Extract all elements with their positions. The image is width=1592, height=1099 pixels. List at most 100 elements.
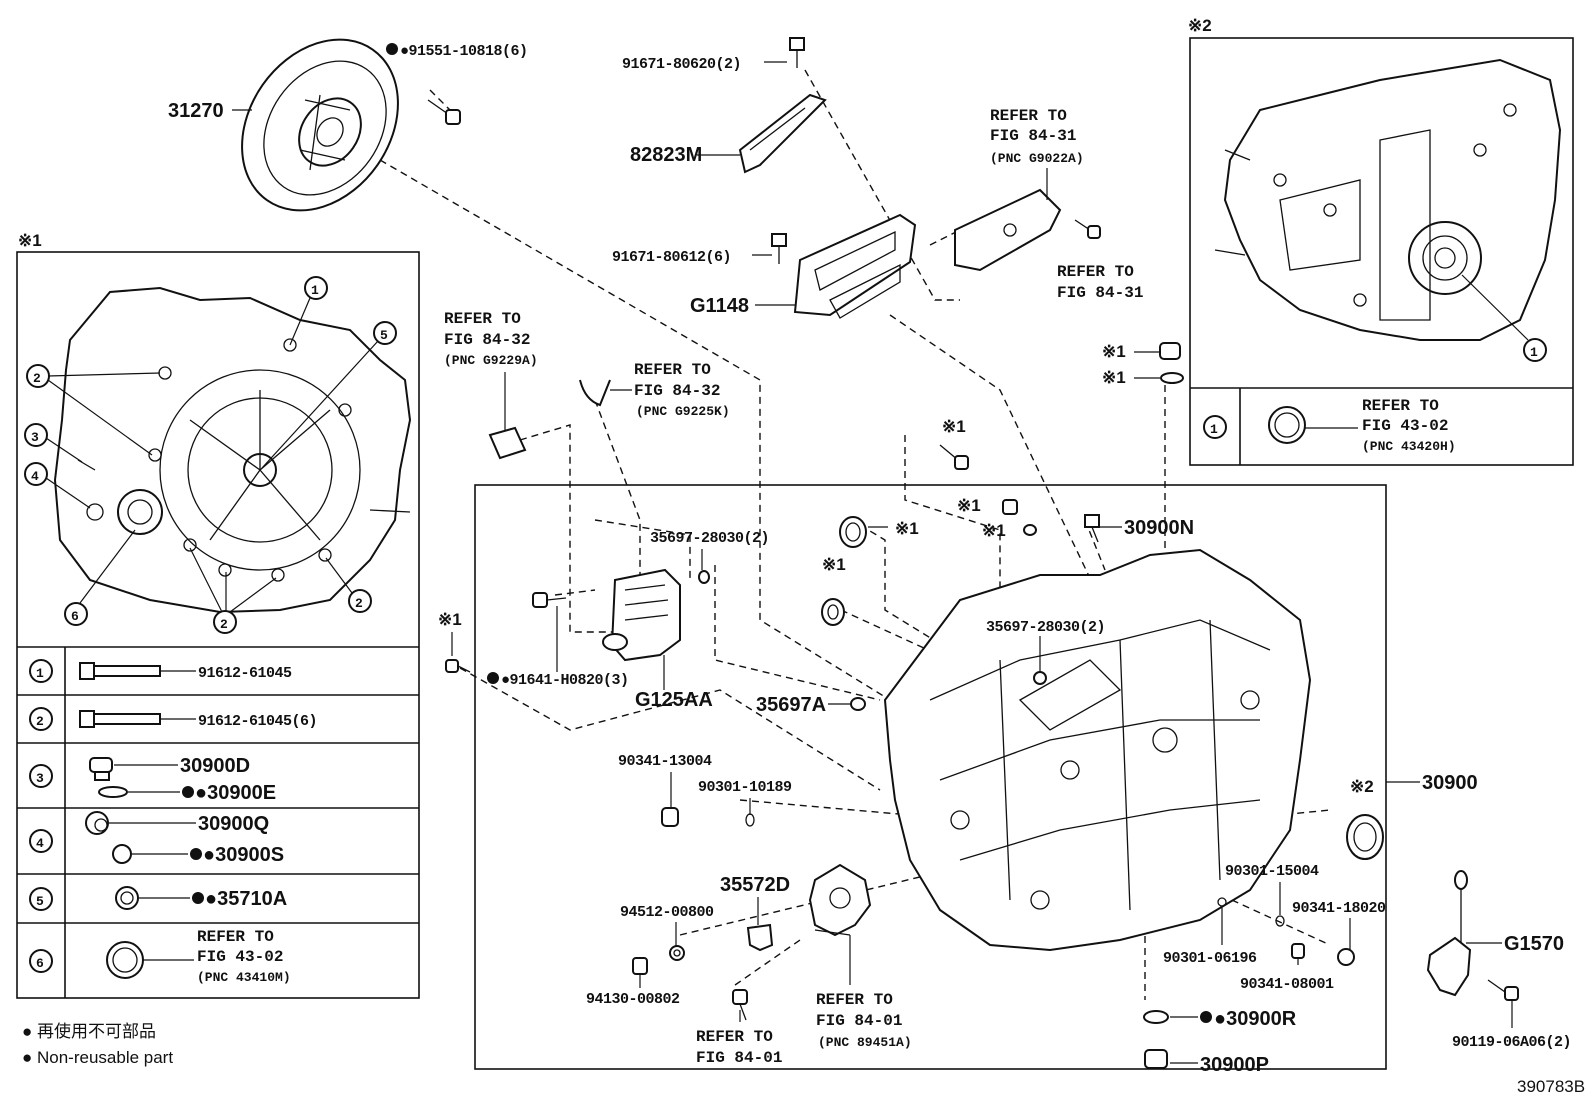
svg-text:FIG 43-02: FIG 43-02 (197, 948, 283, 966)
legend-en: ● Non-reusable part (22, 1048, 173, 1067)
bolt-91671-80612 (771, 233, 787, 264)
inset1-frame (16, 251, 420, 999)
callout-91671-80612: 91671-80612(6) (612, 249, 731, 266)
inset1-row-3: 3 30900D ●30900E (29, 755, 276, 804)
svg-text:1: 1 (311, 283, 319, 298)
svg-text:FIG 84-01: FIG 84-01 (816, 1012, 902, 1030)
svg-text:※1: ※1 (982, 521, 1006, 540)
svg-text:91612-61045(6): 91612-61045(6) (198, 713, 317, 730)
inset1-circle-2a: 2 (26, 364, 161, 456)
inset1-row-6: 6 REFER TO FIG 43-02 (PNC 43410M) (29, 928, 291, 985)
plug-30900p: 30900P (1144, 1049, 1269, 1076)
svg-text:(PNC 43420H): (PNC 43420H) (1362, 439, 1456, 454)
svg-text:30900D: 30900D (180, 755, 250, 777)
svg-text:1: 1 (1210, 422, 1218, 437)
svg-text:※1: ※1 (438, 610, 462, 629)
svg-text:30900Q: 30900Q (198, 813, 269, 835)
svg-text:REFER TO: REFER TO (816, 991, 893, 1009)
mark-1-plug-b: ※1 ※1 (957, 496, 1037, 540)
callout-30900n: 30900N (1124, 517, 1194, 539)
callout-g1148: G1148 (690, 295, 749, 317)
connector-35697-upper: 35697-28030(2) (650, 530, 770, 584)
svg-text:※1: ※1 (1102, 342, 1126, 361)
main-frame (474, 484, 1387, 1070)
callout-90119: 90119-06A06(2) (1452, 1034, 1571, 1051)
inset1-circle-2b: 2 (325, 557, 372, 613)
callout-82823m: 82823M (630, 144, 702, 166)
svg-text:FIG 84-01: FIG 84-01 (696, 1049, 782, 1067)
svg-text:REFER TO: REFER TO (197, 928, 274, 946)
plug-90341-13004: 90341-13004 (618, 753, 713, 827)
bracket-82823m (738, 93, 827, 174)
ref-84-31-a: REFER TO FIG 84-31 (PNC G9022A) (990, 107, 1084, 200)
bolt-90119 (1487, 979, 1519, 1028)
inset2-mark: ※2 (1188, 16, 1212, 35)
sensor-35572d: 35572D (720, 874, 790, 952)
inset1-housing-drawing (53, 286, 412, 614)
svg-text:※1: ※1 (942, 417, 966, 436)
callout-91551: ●91551-10818(6) (400, 43, 528, 60)
svg-text:(PNC 43410M): (PNC 43410M) (197, 970, 291, 985)
svg-text:5: 5 (36, 894, 44, 909)
inset2-frame (1189, 37, 1574, 466)
inset2-circle-1: 1 (1461, 274, 1547, 362)
svg-text:1: 1 (1530, 345, 1538, 360)
mark-1-bolt: ※1 (939, 417, 969, 470)
svg-text:94130-00802: 94130-00802 (586, 991, 680, 1008)
svg-text:2: 2 (33, 371, 41, 386)
callout-91671-80620: 91671-80620(2) (622, 56, 741, 73)
svg-text:※1: ※1 (895, 519, 919, 538)
plug-90341-08001: 90341-08001 (1240, 943, 1335, 993)
svg-text:FIG 84-32: FIG 84-32 (634, 382, 720, 400)
level-gauge-g1570 (1426, 870, 1472, 997)
callout-31270: 31270 (168, 100, 224, 122)
svg-text:※1: ※1 (1102, 368, 1126, 387)
inset1-circle-6: 6 (64, 529, 136, 626)
module-g1148 (793, 213, 917, 319)
svg-text:1: 1 (36, 666, 44, 681)
svg-text:REFER TO: REFER TO (990, 107, 1067, 125)
bolt-91641 (532, 592, 567, 608)
diagram-id: 390783B (1517, 1077, 1585, 1096)
inset1-circle-4: 4 (24, 462, 91, 509)
inset1-mark: ※1 (18, 231, 42, 250)
callout-35697a: 35697A (756, 694, 826, 716)
sensor-cover-part (954, 188, 1062, 272)
inset1-row-5: 5 ●35710A (29, 886, 287, 911)
inset1-row-1: 1 91612-61045 (29, 659, 293, 683)
svg-text:(PNC 89451A): (PNC 89451A) (818, 1035, 912, 1050)
svg-text:2: 2 (355, 596, 363, 611)
nut-94130: 94130-00802 (586, 957, 681, 1008)
washer-94512: 94512-00800 (620, 904, 715, 961)
plug-90341-18020: 90341-18020 (1292, 900, 1387, 966)
svg-text:90301-15004: 90301-15004 (1225, 863, 1319, 880)
oring-90301-15004: 90301-15004 (1225, 863, 1320, 927)
bolt-ref-84-31 (1074, 219, 1101, 239)
svg-text:3: 3 (31, 430, 39, 445)
oring-90301-06196: 90301-06196 (1163, 897, 1258, 967)
svg-text:●30900R: ●30900R (1214, 1008, 1297, 1030)
svg-text:91612-61045: 91612-61045 (198, 665, 292, 682)
svg-text:REFER TO: REFER TO (1362, 397, 1439, 415)
inset2-housing-drawing (1214, 58, 1562, 341)
svg-text:3: 3 (36, 771, 44, 786)
svg-text:6: 6 (36, 956, 44, 971)
gasket-30900r: ●30900R (1143, 1008, 1297, 1030)
inset2-row-1: 1 REFER TO FIG 43-02 (PNC 43420H) (1203, 397, 1456, 454)
ref-84-32-a: REFER TO FIG 84-32 (PNC G9229A) (444, 310, 538, 460)
svg-text:5: 5 (380, 328, 388, 343)
svg-text:(PNC G9022A): (PNC G9022A) (990, 151, 1084, 166)
callout-g1570: G1570 (1504, 933, 1564, 955)
callout-91641: ●91641-H0820(3) (501, 672, 629, 689)
svg-text:90301-10189: 90301-10189 (698, 779, 792, 796)
svg-text:REFER TO: REFER TO (1057, 263, 1134, 281)
legend-jp: ● 再使用不可部品 (22, 1021, 156, 1041)
svg-text:94512-00800: 94512-00800 (620, 904, 714, 921)
svg-text:90341-08001: 90341-08001 (1240, 976, 1334, 993)
inset1-circle-2c: 2 (189, 547, 277, 634)
svg-text:FIG 84-32: FIG 84-32 (444, 331, 530, 349)
oring-90301-10189: 90301-10189 (698, 779, 793, 827)
svg-text:35697-28030(2): 35697-28030(2) (650, 530, 769, 547)
plug-35697a (850, 697, 866, 711)
